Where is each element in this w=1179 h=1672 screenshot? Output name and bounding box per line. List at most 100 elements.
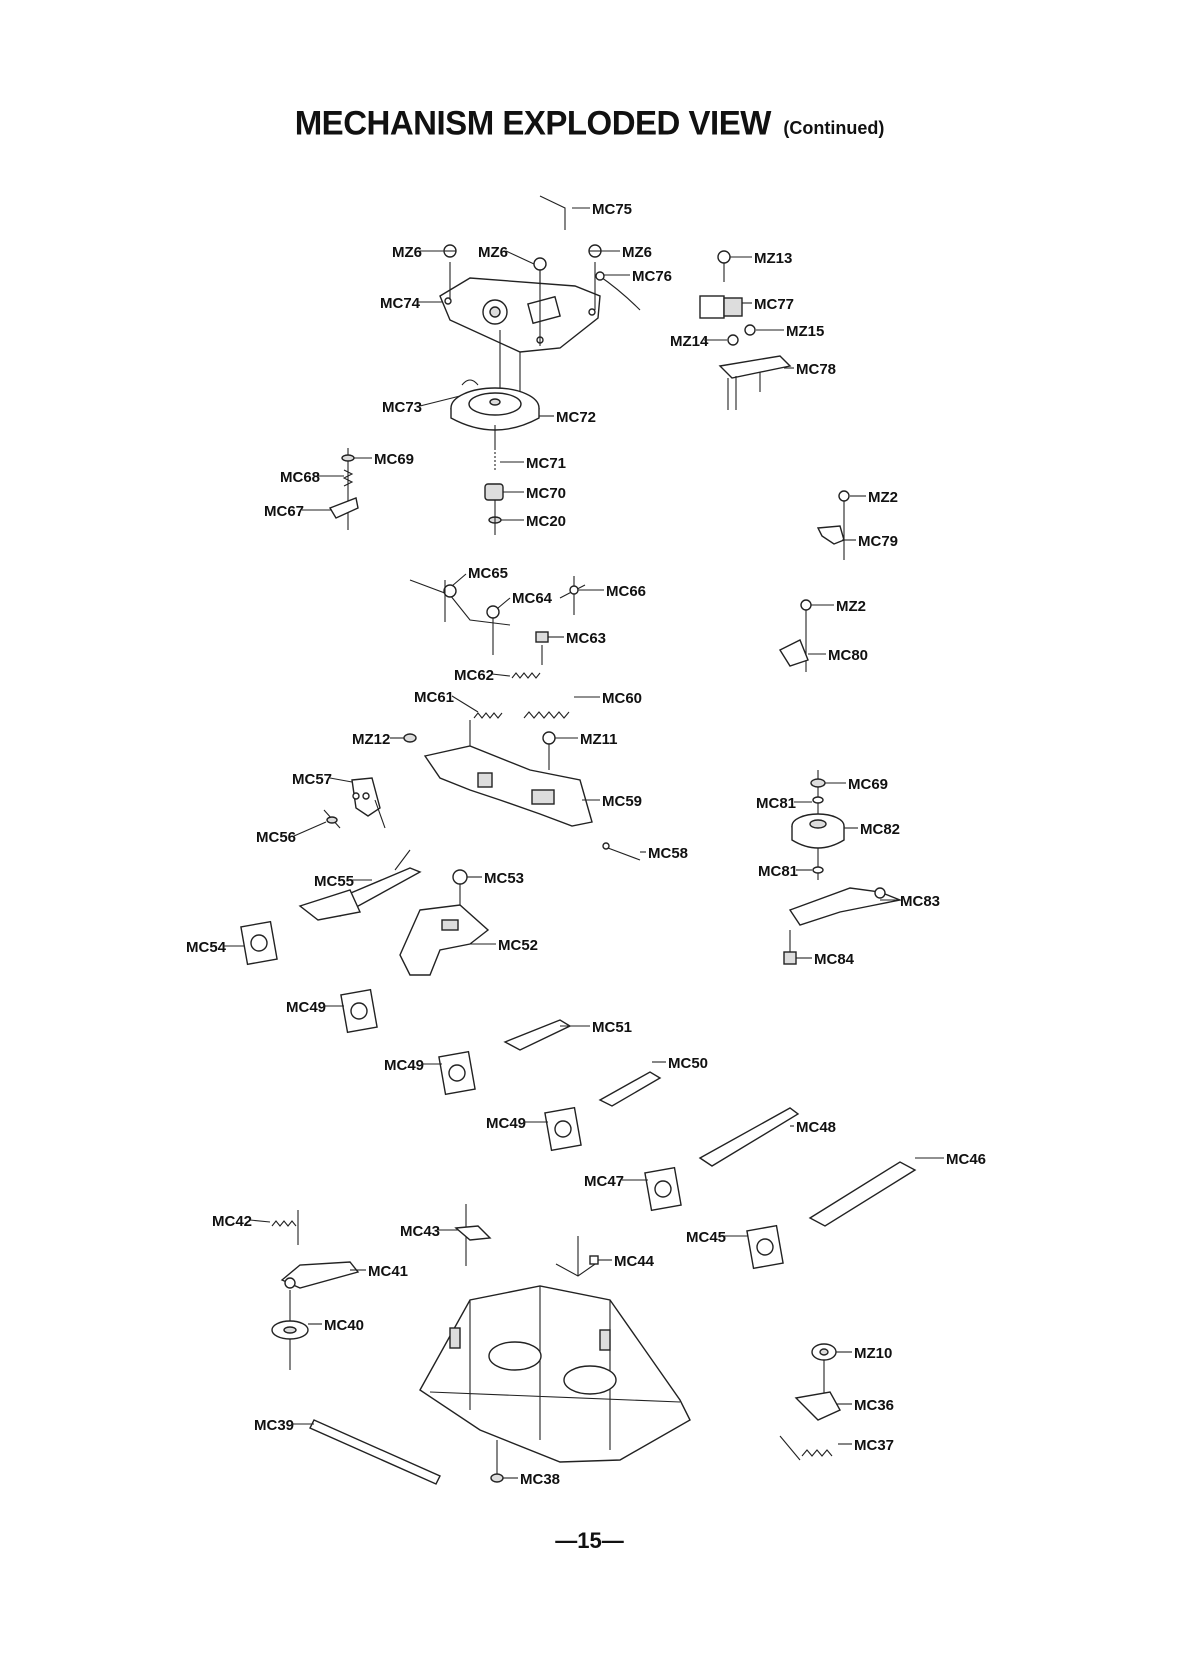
screw-icon xyxy=(717,250,731,264)
washer-icon xyxy=(490,1473,504,1483)
label-MC43: MC43 xyxy=(400,1223,440,1240)
label-MZ2: MZ2 xyxy=(836,598,866,615)
label-MC62: MC62 xyxy=(454,667,494,684)
label-MC69: MC69 xyxy=(848,776,888,793)
label-MC69: MC69 xyxy=(374,451,414,468)
label-MC60: MC60 xyxy=(602,690,642,707)
label-MC54: MC54 xyxy=(186,939,227,956)
label-MZ13: MZ13 xyxy=(754,250,792,267)
label-MC36: MC36 xyxy=(854,1397,894,1414)
label-MC49: MC49 xyxy=(286,999,326,1016)
label-MC57: MC57 xyxy=(292,771,332,788)
head-block-icon xyxy=(240,920,278,966)
label-MC65: MC65 xyxy=(468,565,508,582)
page-title: MECHANISM EXPLODED VIEW (Continued) xyxy=(0,103,1179,142)
label-MC63: MC63 xyxy=(566,630,606,647)
label-MC82: MC82 xyxy=(860,821,900,838)
main-chassis xyxy=(419,1285,691,1483)
screw-icon xyxy=(443,244,457,258)
label-MC83: MC83 xyxy=(900,893,940,910)
small-clip xyxy=(535,631,549,643)
label-MC66: MC66 xyxy=(606,583,646,600)
label-MZ14: MZ14 xyxy=(670,333,709,350)
screw-icon xyxy=(542,731,556,745)
reel-stack-right xyxy=(783,770,903,965)
label-MC78: MC78 xyxy=(796,361,836,378)
title-suffix: (Continued) xyxy=(783,118,885,138)
label-MC50: MC50 xyxy=(668,1055,708,1072)
sensor-block xyxy=(699,295,725,319)
label-MC52: MC52 xyxy=(498,937,538,954)
label-MC84: MC84 xyxy=(814,951,855,968)
label-MC20: MC20 xyxy=(526,513,566,530)
label-MC70: MC70 xyxy=(526,485,566,502)
label-MZ6: MZ6 xyxy=(478,244,508,261)
label-MC76: MC76 xyxy=(632,268,672,285)
label-MZ11: MZ11 xyxy=(580,731,618,748)
label-MC42: MC42 xyxy=(212,1213,252,1230)
page-number: —15— xyxy=(555,1528,624,1553)
label-MC53: MC53 xyxy=(484,870,524,887)
title-text: MECHANISM EXPLODED VIEW xyxy=(294,103,772,142)
label-MC55: MC55 xyxy=(314,873,354,890)
label-MC37: MC37 xyxy=(854,1437,894,1454)
lower-lever xyxy=(309,1419,441,1485)
small-cylinder xyxy=(783,951,797,965)
label-MC74: MC74 xyxy=(380,295,421,312)
label-MC41: MC41 xyxy=(368,1263,408,1280)
screw-icon xyxy=(727,334,739,346)
lever-plates-mid xyxy=(240,849,490,976)
sensor-group xyxy=(699,250,792,410)
label-MZ2: MZ2 xyxy=(868,489,898,506)
right-lower-group xyxy=(779,1343,841,1461)
label-MC68: MC68 xyxy=(280,469,320,486)
head-base-lever xyxy=(423,745,641,861)
label-MC47: MC47 xyxy=(584,1173,624,1190)
spring-group-mid xyxy=(409,576,586,665)
label-MC71: MC71 xyxy=(526,455,566,472)
label-MC51: MC51 xyxy=(592,1019,632,1036)
label-MC81: MC81 xyxy=(756,795,796,812)
label-MC56: MC56 xyxy=(256,829,296,846)
bracket-plate xyxy=(718,355,792,379)
screw-icon xyxy=(588,244,602,258)
label-MC73: MC73 xyxy=(382,399,422,416)
label-MZ10: MZ10 xyxy=(854,1345,892,1362)
label-MC61: MC61 xyxy=(414,689,454,706)
screw-icon xyxy=(800,599,812,611)
label-MC45: MC45 xyxy=(686,1229,726,1246)
lower-left-group xyxy=(271,1210,360,1370)
top-plate-group xyxy=(439,195,641,535)
label-MZ12: MZ12 xyxy=(352,731,390,748)
label-MC80: MC80 xyxy=(828,647,868,664)
spring-stack-left xyxy=(328,448,359,530)
label-MZ6: MZ6 xyxy=(622,244,652,261)
screw-icon xyxy=(533,257,547,285)
label-MC40: MC40 xyxy=(324,1317,364,1334)
pulley-part xyxy=(484,483,504,501)
label-MC38: MC38 xyxy=(520,1471,560,1488)
screw-icon xyxy=(744,324,756,336)
label-MC79: MC79 xyxy=(858,533,898,550)
labels-layer: MC75 MZ6 MZ6 MZ6 MC76 MZ13 MC74 MC77 MZ1… xyxy=(186,201,986,1488)
label-MZ15: MZ15 xyxy=(786,323,824,340)
lever-right-group xyxy=(778,490,850,672)
label-MC77: MC77 xyxy=(754,296,794,313)
label-MZ6: MZ6 xyxy=(392,244,422,261)
label-MC64: MC64 xyxy=(512,590,553,607)
label-MC75: MC75 xyxy=(592,201,632,218)
label-MC46: MC46 xyxy=(946,1151,986,1168)
label-MC59: MC59 xyxy=(602,793,642,810)
pinch-arm-left xyxy=(323,777,386,829)
label-MC67: MC67 xyxy=(264,503,304,520)
slide-levers xyxy=(503,1019,917,1227)
label-MC49: MC49 xyxy=(384,1057,424,1074)
label-MC49: MC49 xyxy=(486,1115,526,1132)
label-MC81: MC81 xyxy=(758,863,798,880)
label-MC44: MC44 xyxy=(614,1253,655,1270)
label-MC48: MC48 xyxy=(796,1119,836,1136)
screw-icon xyxy=(838,490,850,502)
label-MC72: MC72 xyxy=(556,409,596,426)
